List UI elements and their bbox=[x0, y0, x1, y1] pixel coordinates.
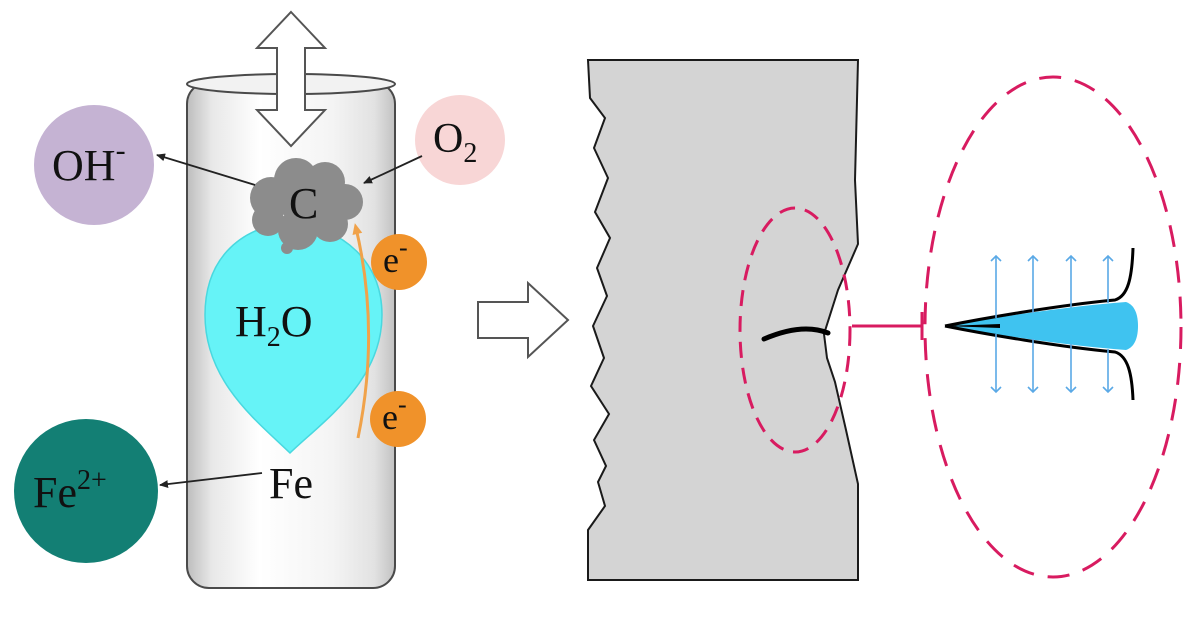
arrow-carbon-to-hydroxide bbox=[156, 153, 256, 186]
iron-ion-circle bbox=[14, 419, 158, 563]
hydroxide-circle bbox=[34, 105, 154, 225]
iron-label: Fe bbox=[269, 459, 313, 508]
carbon-label: C bbox=[289, 179, 318, 228]
carbon-cloud: C bbox=[250, 158, 363, 254]
zoom-detail-ellipse bbox=[923, 75, 1183, 579]
oxygen-circle bbox=[415, 95, 505, 185]
arrow-iron-to-iron-ion bbox=[159, 472, 263, 489]
transition-arrow-icon bbox=[477, 280, 570, 360]
electron-lower-label: e- bbox=[382, 390, 407, 437]
crack-line bbox=[761, 326, 831, 342]
electron-upper bbox=[371, 234, 427, 290]
electron-flow-path bbox=[352, 223, 371, 439]
iron-ion-label: Fe2+ bbox=[33, 465, 107, 517]
crack-zoom-detail bbox=[944, 247, 1138, 401]
stress-arrows bbox=[990, 254, 1114, 394]
electron-upper-label: e- bbox=[383, 233, 408, 280]
corroded-steel-block bbox=[586, 59, 860, 581]
hydroxide-label: OH- bbox=[52, 134, 126, 190]
double-arrow-icon bbox=[254, 10, 328, 148]
water-label: H2O bbox=[235, 297, 313, 353]
crack-highlight-ellipse bbox=[738, 206, 852, 454]
electron-lower bbox=[370, 391, 426, 447]
crack-tip-core bbox=[945, 324, 1000, 328]
crack-tip-outline bbox=[944, 247, 1135, 401]
crack-tip-fill bbox=[948, 302, 1138, 350]
arrow-oxygen-to-carbon bbox=[363, 155, 423, 184]
oxygen-label: O2 bbox=[433, 116, 477, 169]
